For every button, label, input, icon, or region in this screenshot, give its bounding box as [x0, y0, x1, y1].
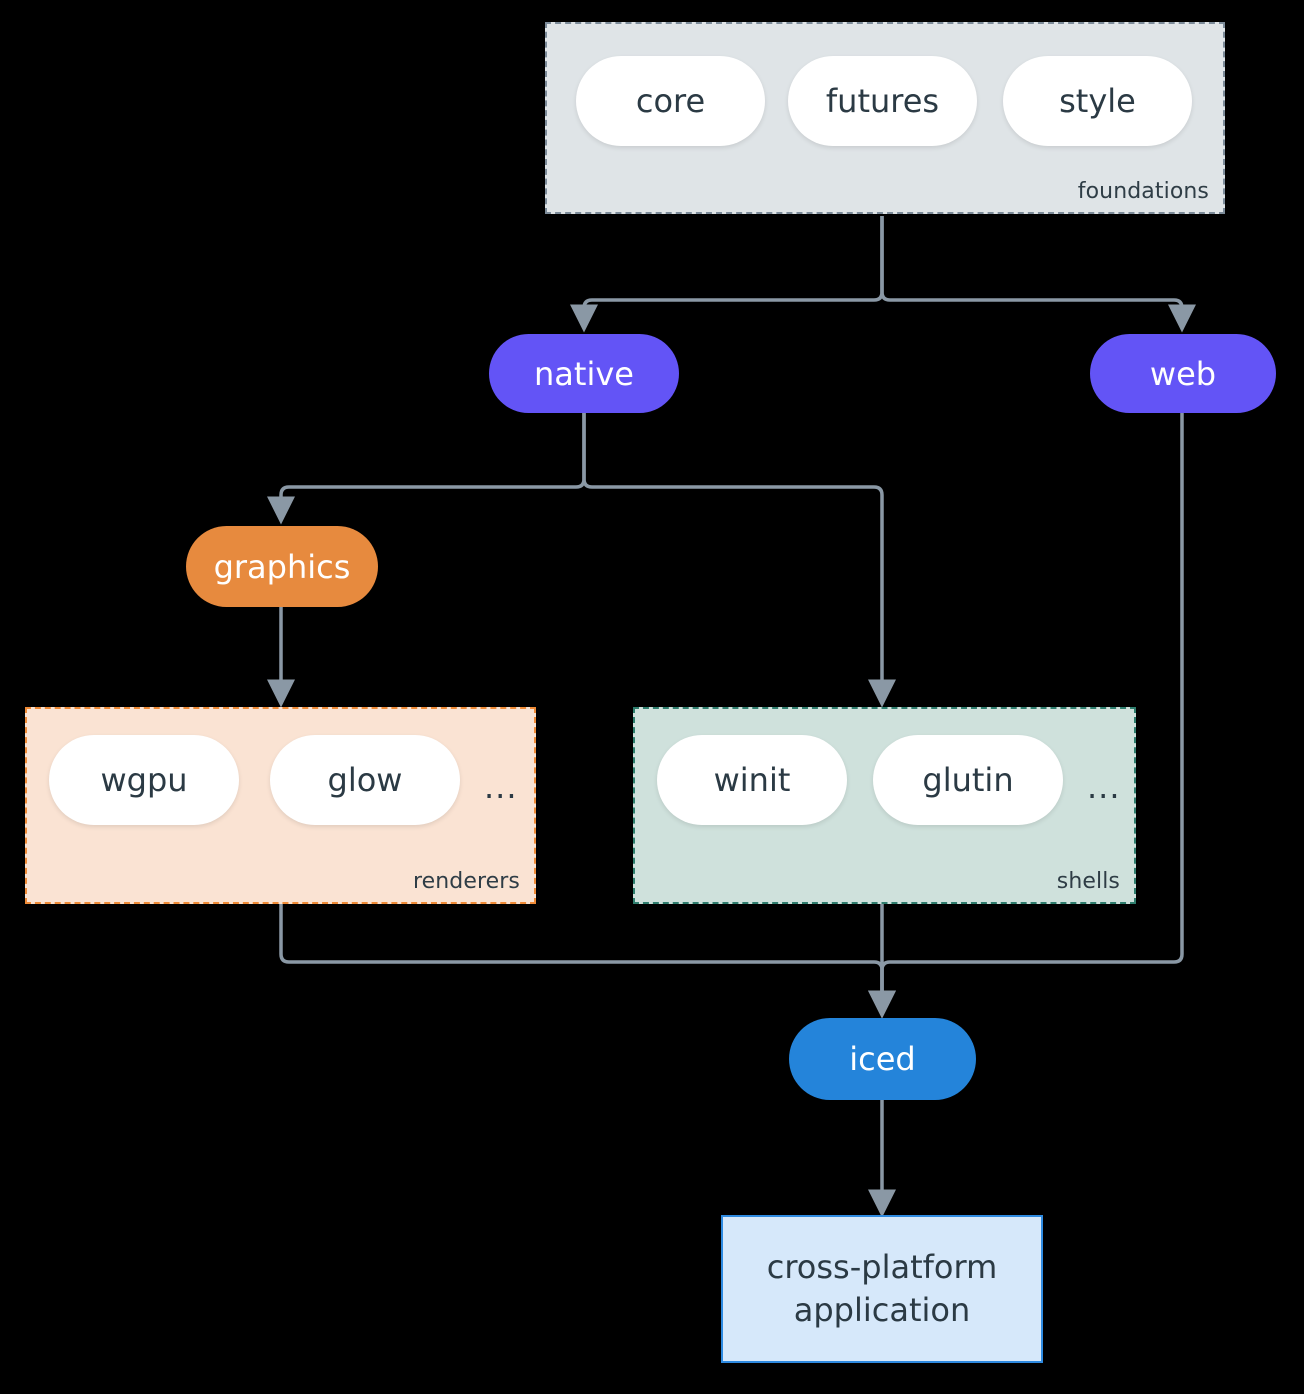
edge-foundations-to-web: [880, 216, 1196, 333]
node-web-label: web: [1149, 354, 1217, 393]
shells-more-indicator: ...: [1087, 768, 1121, 806]
edge-renderers-to-iced: [279, 904, 896, 1019]
pill-core-label: core: [635, 82, 706, 120]
cluster-renderers: wgpu glow ... renderers: [25, 707, 536, 904]
node-cross-platform-application[interactable]: cross-platform application: [721, 1215, 1043, 1363]
pill-futures-label: futures: [825, 82, 940, 120]
pill-glutin-label: glutin: [922, 761, 1014, 799]
pill-wgpu[interactable]: wgpu: [49, 735, 239, 825]
cluster-foundations: core futures style foundations: [545, 22, 1225, 214]
pill-core[interactable]: core: [576, 56, 765, 146]
edge-native-to-graphics: [267, 413, 586, 525]
node-graphics-label: graphics: [213, 547, 351, 586]
pill-glow-label: glow: [327, 761, 403, 799]
node-graphics[interactable]: graphics: [186, 526, 378, 607]
pill-winit[interactable]: winit: [657, 735, 847, 825]
pill-futures[interactable]: futures: [788, 56, 977, 146]
cluster-shells-label: shells: [1056, 869, 1120, 894]
pill-style[interactable]: style: [1003, 56, 1192, 146]
node-web[interactable]: web: [1090, 334, 1276, 413]
edge-native-to-shells: [582, 413, 896, 708]
node-iced-label: iced: [849, 1040, 916, 1078]
application-line-2: application: [793, 1291, 971, 1329]
edge-foundations-to-native: [570, 216, 884, 333]
cluster-foundations-label: foundations: [1077, 179, 1209, 204]
renderers-more-indicator: ...: [484, 768, 518, 806]
pill-glow[interactable]: glow: [270, 735, 460, 825]
pill-wgpu-label: wgpu: [100, 761, 188, 799]
application-line-1: cross-platform: [766, 1247, 998, 1286]
node-native-label: native: [534, 354, 634, 393]
node-native[interactable]: native: [489, 334, 679, 413]
pill-winit-label: winit: [713, 761, 791, 799]
node-iced[interactable]: iced: [789, 1018, 976, 1100]
pill-style-label: style: [1059, 82, 1136, 120]
cluster-renderers-label: renderers: [412, 869, 520, 894]
pill-glutin[interactable]: glutin: [873, 735, 1063, 825]
cluster-shells: winit glutin ... shells: [633, 707, 1136, 904]
